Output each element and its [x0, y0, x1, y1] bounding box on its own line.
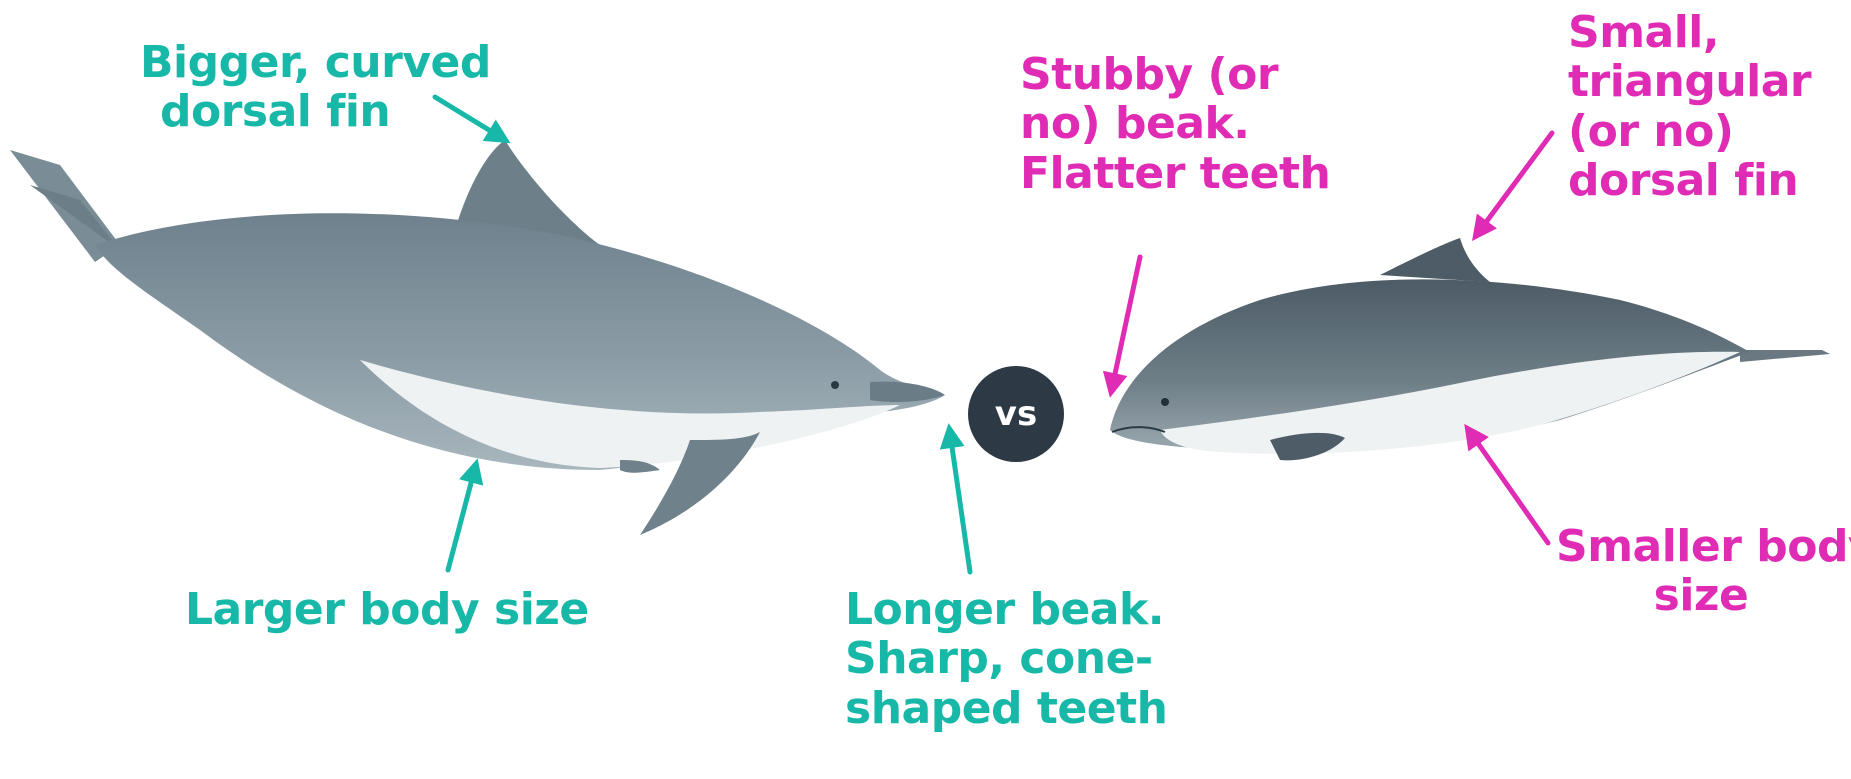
- arrow-icon: [1470, 432, 1548, 543]
- porpoise-beak-label: Stubby (or no) beak. Flatter teeth: [1020, 50, 1330, 198]
- arrow-icon: [950, 433, 970, 572]
- dolphin-beak-label: Longer beak. Sharp, cone- shaped teeth: [845, 585, 1167, 733]
- porpoise-body-size-label: Smaller body size: [1556, 522, 1846, 621]
- porpoise-illustration: [1110, 238, 1830, 460]
- arrow-icon: [448, 468, 475, 570]
- porpoise-dorsal-fin-label: Small, triangular (or no) dorsal fin: [1568, 8, 1811, 205]
- vs-badge: vs: [968, 366, 1064, 462]
- dolphin-body-size-label: Larger body size: [185, 585, 589, 634]
- dolphin-illustration: [10, 140, 945, 535]
- arrow-icon: [1478, 133, 1552, 233]
- arrow-icon: [1112, 257, 1140, 388]
- dolphin-dorsal-fin-label: Bigger, curved dorsal fin: [140, 38, 491, 137]
